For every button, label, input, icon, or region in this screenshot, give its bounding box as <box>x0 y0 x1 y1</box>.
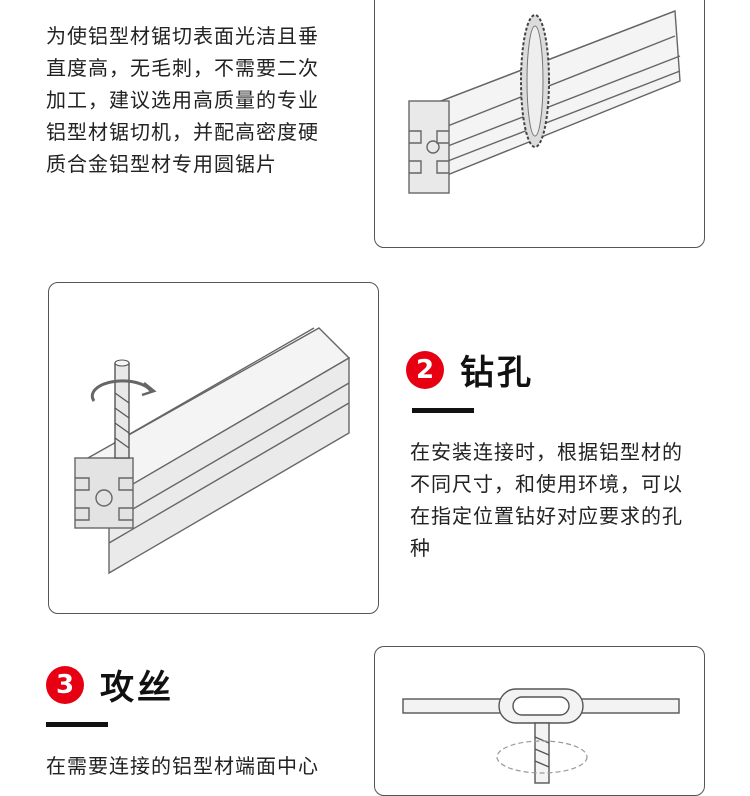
circular-saw-blade-icon <box>520 14 550 148</box>
drill-description-line: 种 <box>410 536 431 560</box>
drill-description-line: 在指定位置钻好对应要求的孔 <box>410 504 683 528</box>
aluminum-profile-drill-drawing <box>74 327 351 575</box>
aluminum-profile-saw-drawing <box>408 10 681 194</box>
cut-description-line: 加工，建议选用高质量的专业 <box>46 88 319 112</box>
tap-title-underline <box>46 722 108 727</box>
drill-title: 钻孔 <box>460 353 534 393</box>
cut-description-line: 质合金铝型材专用圆锯片 <box>46 152 277 176</box>
step-number-badge: 2 <box>406 350 444 389</box>
drilling-illustration <box>48 282 379 614</box>
tap-description: 在需要连接的铝型材端面中心 <box>46 750 319 782</box>
tap-description-line: 在需要连接的铝型材端面中心 <box>46 754 319 778</box>
cut-description-line: 直度高，无毛刺，不需要二次 <box>46 56 319 80</box>
step-number-badge: 3 <box>46 665 84 704</box>
tap-heading: 3 攻丝 <box>46 660 174 709</box>
drill-description-line: 不同尺寸，和使用环境，可以 <box>410 472 683 496</box>
tap-wrench-drawing <box>402 688 680 784</box>
cut-description-line: 为使铝型材锯切表面光洁且垂 <box>46 24 319 48</box>
tapping-illustration <box>374 646 705 796</box>
drill-description-line: 在安装连接时，根据铝型材的 <box>410 440 683 464</box>
drill-bit-icon <box>114 359 130 459</box>
saw-cutting-illustration <box>374 0 705 248</box>
rotation-arrow-icon <box>90 379 157 402</box>
drill-description: 在安装连接时，根据铝型材的 不同尺寸，和使用环境，可以 在指定位置钻好对应要求的… <box>410 436 683 564</box>
tap-wrench-icon <box>402 688 680 784</box>
drill-title-underline <box>412 408 474 413</box>
tap-title: 攻丝 <box>100 668 174 708</box>
drill-heading: 2 钻孔 <box>406 345 534 394</box>
cut-description: 为使铝型材锯切表面光洁且垂 直度高，无毛刺，不需要二次 加工，建议选用高质量的专… <box>46 20 319 180</box>
cut-description-line: 铝型材锯切机，并配高密度硬 <box>46 120 319 144</box>
